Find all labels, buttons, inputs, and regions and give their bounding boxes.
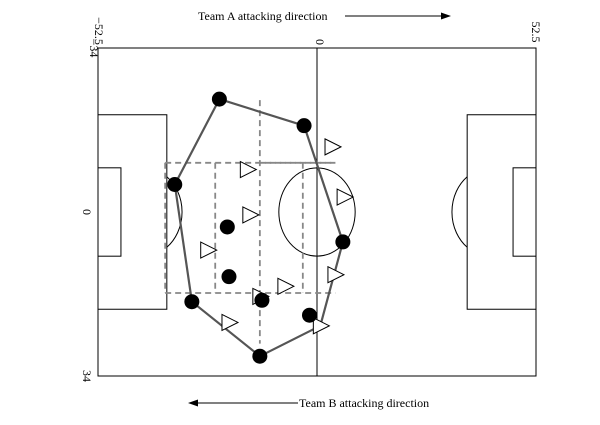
team-a-player	[221, 269, 237, 285]
y-tick-bottom: 34	[80, 370, 94, 382]
y-tick-middle: 0	[80, 209, 94, 215]
team-a-player	[167, 177, 183, 193]
team-b-player	[324, 138, 343, 156]
team-a-player	[252, 348, 268, 364]
team-a-player	[254, 292, 270, 308]
team-b-arrowhead	[188, 399, 198, 407]
team-b-player	[200, 241, 218, 259]
right-goal-area	[512, 167, 537, 257]
team-a-player	[219, 219, 235, 235]
team-a-player	[184, 294, 200, 310]
right-penalty-arc	[451, 176, 468, 248]
left-penalty-area	[97, 114, 168, 310]
center-circle	[278, 167, 356, 257]
team-b-player	[277, 277, 295, 296]
team-a-players	[167, 91, 351, 364]
team-b-player	[336, 188, 355, 206]
team-b-player	[327, 265, 346, 284]
team-b-direction-label: Team B attacking direction	[299, 396, 429, 410]
team-b-player	[242, 206, 260, 224]
team-a-hull	[173, 97, 344, 358]
team-a-player	[296, 118, 312, 134]
x-tick-right: 52.5	[529, 22, 543, 43]
team-a-convex-hull	[173, 97, 344, 358]
team-a-direction-label: Team A attacking direction	[198, 9, 327, 23]
team-a-player	[335, 234, 351, 250]
x-tick-left: −52.5	[92, 17, 106, 45]
x-tick-center: 0	[313, 39, 327, 45]
team-b-player	[312, 317, 331, 335]
team-a-player	[301, 307, 317, 323]
y-tick-top: −34	[87, 39, 101, 58]
left-goal-area	[97, 167, 122, 257]
team-b-players	[200, 138, 355, 335]
team-a-grid	[164, 100, 336, 344]
team-a-player	[211, 91, 227, 107]
team-a-arrowhead	[441, 12, 451, 20]
right-penalty-area	[466, 114, 537, 310]
team-b-player	[239, 160, 258, 179]
team-b-player	[221, 313, 240, 332]
